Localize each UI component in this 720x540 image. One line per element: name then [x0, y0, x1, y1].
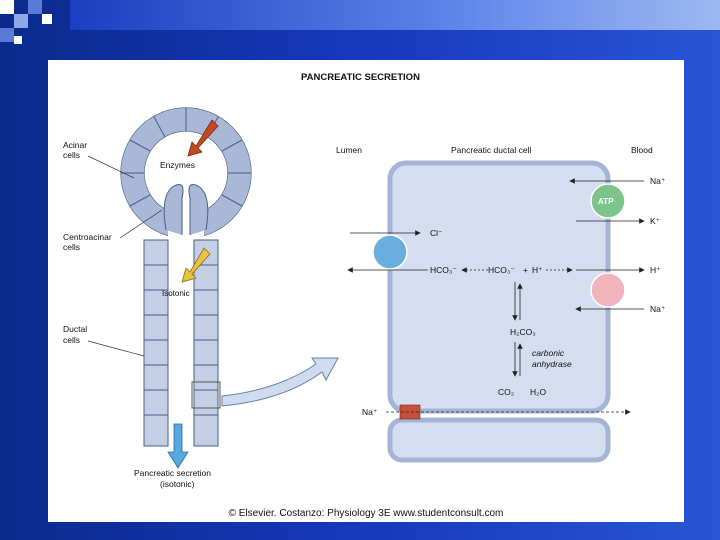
enzymes-label: Enzymes — [160, 160, 195, 170]
hco3-out-label: HCO₃⁻ — [430, 265, 457, 275]
enzyme-label-2: anhydrase — [532, 359, 572, 369]
figure-title: PANCREATIC SECRETION — [301, 72, 420, 83]
pancreatic-secretion-diagram: PANCREATIC SECRETION — [48, 60, 684, 500]
plus-label: + — [523, 265, 528, 275]
h-in-label: H⁺ — [532, 265, 543, 275]
na-para-label: Na⁺ — [362, 407, 378, 417]
acinar-label-2: cells — [63, 150, 80, 160]
lumen-header: Lumen — [336, 145, 362, 155]
hco3-in-label: HCO₃⁻ — [488, 265, 515, 275]
centroacinar-label-1: Centroacinar — [63, 232, 112, 242]
acinar-label-1: Acinar — [63, 140, 87, 150]
h-out-label: H⁺ — [650, 265, 661, 275]
duct — [144, 240, 218, 446]
atp-label: ATP — [598, 197, 614, 206]
h2co3-label: H₂CO₃ — [510, 327, 536, 337]
credit-line: © Elsevier. Costanzo: Physiology 3E www.… — [48, 508, 684, 519]
k-label: K⁺ — [650, 216, 661, 226]
cell-header: Pancreatic ductal cell — [451, 145, 531, 155]
isotonic-label: Isotonic — [162, 289, 190, 298]
zoom-connector-arrow — [222, 358, 338, 406]
adjacent-cell — [390, 420, 608, 460]
centroacinar-label-2: cells — [63, 242, 80, 252]
na-top-label: Na⁺ — [650, 176, 666, 186]
co2-label: CO₂ — [498, 387, 514, 397]
na-h-exchanger — [591, 273, 625, 307]
secretion-arrow — [168, 424, 188, 468]
acinus — [121, 108, 251, 240]
header-bar — [70, 0, 720, 30]
secretion-label-2: (isotonic) — [160, 479, 195, 489]
na-mid-label: Na⁺ — [650, 304, 666, 314]
secretion-label-1: Pancreatic secretion — [134, 468, 211, 478]
ductal-cell — [390, 163, 608, 411]
enzyme-label-1: carbonic — [532, 348, 565, 358]
h2o-label: H₂O — [530, 387, 546, 397]
ductal-label-1: Ductal — [63, 324, 87, 334]
blood-header: Blood — [631, 145, 653, 155]
cl-hco3-exchanger — [373, 235, 407, 269]
ductal-label-2: cells — [63, 335, 80, 345]
figure-panel: PANCREATIC SECRETION — [48, 60, 684, 522]
corner-decoration — [0, 0, 70, 50]
cl-label: Cl⁻ — [430, 228, 443, 238]
